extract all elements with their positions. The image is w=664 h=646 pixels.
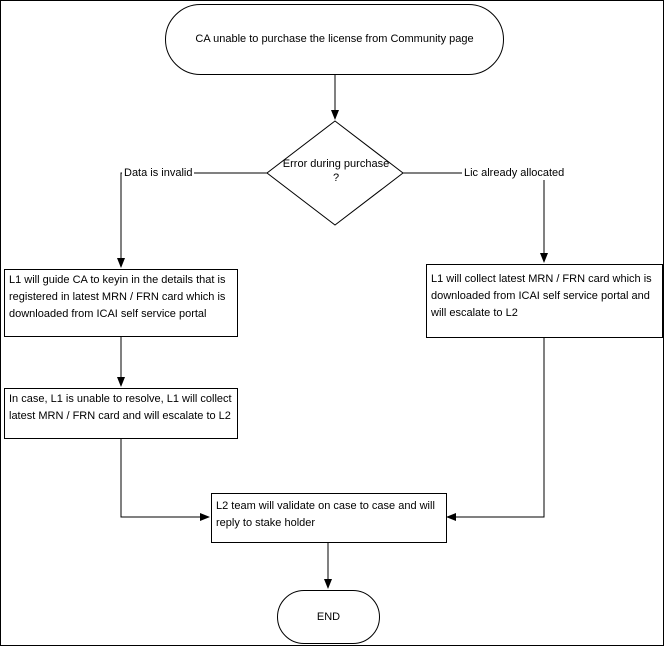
- branch-label-lic-allocated: Lic already allocated: [462, 167, 567, 180]
- left-step-guide-ca-text: L1 will guide CA to keyin in the details…: [9, 274, 226, 320]
- decision-diamond: [266, 120, 404, 226]
- left-step-guide-ca: L1 will guide CA to keyin in the details…: [4, 269, 238, 337]
- connector-right-step-to-merge: [446, 337, 545, 521]
- end-terminal: END: [277, 590, 380, 644]
- right-step-collect-card-text: L1 will collect latest MRN / FRN card wh…: [431, 273, 652, 319]
- right-step-collect-card: L1 will collect latest MRN / FRN card wh…: [426, 264, 663, 338]
- connector-decision-to-right-step: [403, 172, 548, 263]
- start-label: CA unable to purchase the license from C…: [195, 33, 474, 45]
- decision-text: Error during purchase ?: [277, 157, 395, 185]
- start-terminal: CA unable to purchase the license from C…: [165, 4, 504, 75]
- end-label: END: [316, 610, 341, 623]
- branch-label-data-invalid: Data is invalid: [122, 167, 195, 180]
- decision-label: Error during purchase: [282, 158, 390, 170]
- decision-question-mark: ?: [332, 172, 340, 184]
- connector-left-step2-to-merge: [120, 438, 210, 521]
- left-step-escalate-text: In case, L1 is unable to resolve, L1 wil…: [9, 393, 232, 422]
- left-step-escalate: In case, L1 is unable to resolve, L1 wil…: [4, 388, 238, 439]
- connector-decision-to-left-step: [117, 172, 267, 268]
- merge-step-l2-validate: L2 team will validate on case to case an…: [211, 493, 447, 543]
- merge-step-l2-validate-text: L2 team will validate on case to case an…: [216, 500, 435, 529]
